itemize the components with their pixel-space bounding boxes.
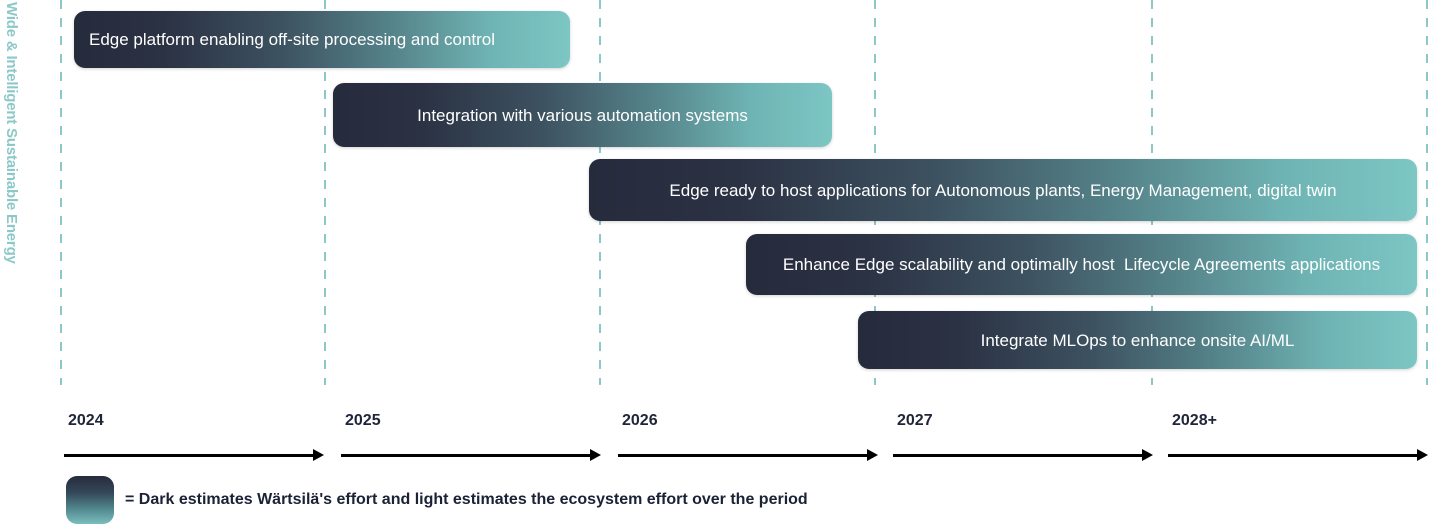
- timeline-arrow: [893, 448, 1153, 462]
- gridline-0: [60, 0, 62, 385]
- timeline-arrow: [64, 448, 324, 462]
- arrow-head-icon: [867, 449, 878, 461]
- roadmap-bar-label: Integrate MLOps to enhance onsite AI/ML: [980, 330, 1295, 350]
- arrow-shaft: [893, 454, 1143, 457]
- roadmap-bar-label: Edge ready to host applications for Auto…: [669, 180, 1337, 200]
- year-label: 2027: [897, 412, 933, 429]
- legend-caption: = Dark estimates Wärtsilä's effort and l…: [125, 491, 808, 508]
- year-label: 2026: [622, 412, 658, 429]
- roadmap-bar-label: Enhance Edge scalability and optimally h…: [782, 255, 1381, 274]
- timeline-arrow: [341, 448, 601, 462]
- arrow-head-icon: [313, 449, 324, 461]
- timeline-year-2025: 2025: [341, 412, 601, 472]
- year-label: 2028+: [1172, 412, 1217, 429]
- arrow-shaft: [64, 454, 314, 457]
- vertical-axis-label: Wide & Intelligent Sustainable Energy: [3, 2, 20, 264]
- roadmap-bar[interactable]: Edge ready to host applications for Auto…: [589, 159, 1417, 221]
- timeline-year-2028plus: 2028+: [1168, 412, 1428, 472]
- gridline-1: [324, 0, 326, 385]
- timeline-arrow: [1168, 448, 1428, 462]
- arrow-head-icon: [1142, 449, 1153, 461]
- timeline-arrow: [618, 448, 878, 462]
- arrow-shaft: [341, 454, 591, 457]
- legend-gradient-swatch: [66, 476, 114, 524]
- roadmap-bar-label: Integration with various automation syst…: [417, 105, 748, 125]
- arrow-shaft: [618, 454, 868, 457]
- year-label: 2025: [345, 412, 381, 429]
- arrow-head-icon: [590, 449, 601, 461]
- roadmap-bar[interactable]: Integrate MLOps to enhance onsite AI/ML: [858, 311, 1417, 369]
- roadmap-bar[interactable]: Integration with various automation syst…: [333, 83, 832, 147]
- legend: = Dark estimates Wärtsilä's effort and l…: [66, 476, 808, 524]
- timeline-year-2026: 2026: [618, 412, 878, 472]
- arrow-shaft: [1168, 454, 1418, 457]
- arrow-head-icon: [1417, 449, 1428, 461]
- year-label: 2024: [68, 412, 104, 429]
- timeline-year-2024: 2024: [64, 412, 324, 472]
- roadmap-bar[interactable]: Edge platform enabling off-site processi…: [74, 11, 570, 68]
- roadmap-bar-label: Edge platform enabling off-site processi…: [89, 30, 496, 49]
- roadmap-bar[interactable]: Enhance Edge scalability and optimally h…: [746, 234, 1417, 295]
- timeline-year-2027: 2027: [893, 412, 1153, 472]
- gridline-5: [1426, 0, 1428, 385]
